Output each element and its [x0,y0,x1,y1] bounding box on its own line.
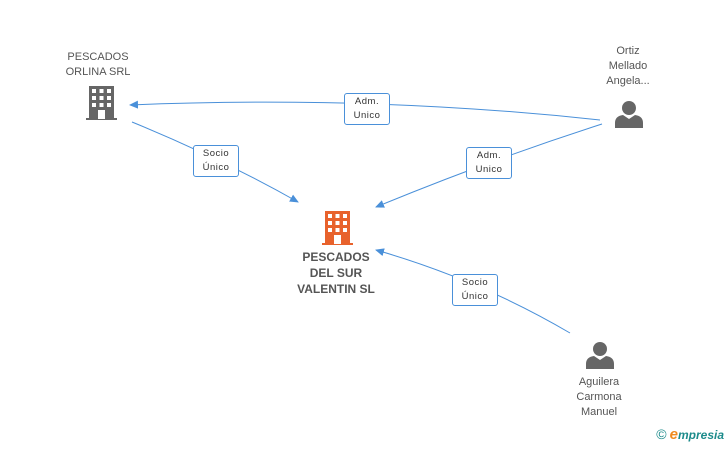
building-icon [86,86,117,120]
brand-e: e [669,426,678,443]
edge-label: Adm. Unico [466,147,512,179]
person-icon [586,342,614,369]
edge-label: Adm. Unico [344,93,390,125]
person-icon [615,101,643,128]
empresia-logo: ©empresia [656,426,724,443]
node-label: PESCADOS ORLINA SRL [65,51,131,78]
building-icon [322,211,353,245]
edge-label: Socio Único [193,145,239,177]
node-pescados-orlina[interactable]: PESCADOS ORLINA SRL [48,50,148,80]
node-aguilera-carmona[interactable]: Aguilera Carmona Manuel [556,375,642,420]
node-label: PESCADOS DEL SUR VALENTIN SL [297,250,375,296]
node-label: Aguilera Carmona Manuel [576,376,622,418]
copyright-symbol: © [656,426,667,442]
node-ortiz-mellado[interactable]: Ortiz Mellado Angela... [588,44,668,89]
node-pescados-del-sur[interactable]: PESCADOS DEL SUR VALENTIN SL [277,249,395,297]
edge-label: Socio Único [452,274,498,306]
node-label: Ortiz Mellado Angela... [606,45,650,87]
brand-name: mpresia [677,428,724,442]
